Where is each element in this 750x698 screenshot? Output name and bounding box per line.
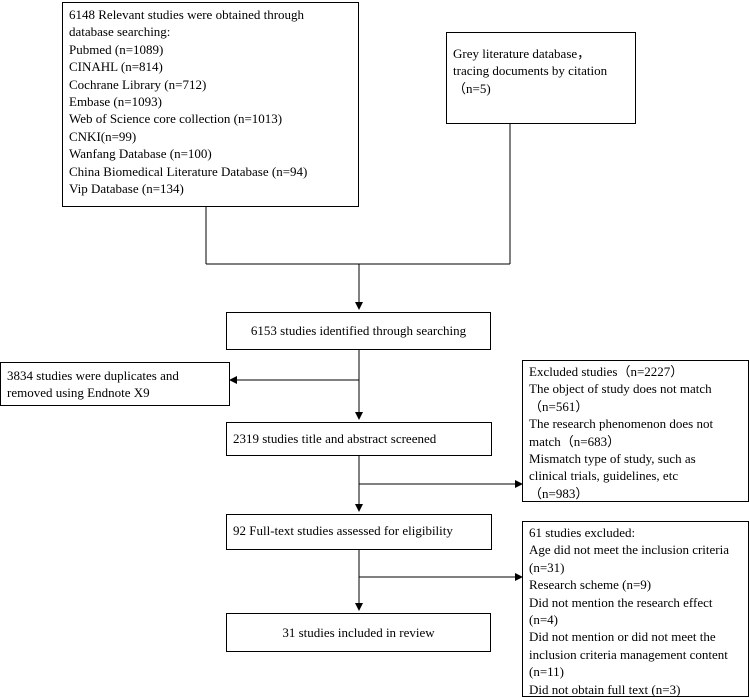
database-line: database searching: [69, 24, 171, 40]
excluded-line: match（n=683） [529, 433, 621, 449]
grey-line: tracing documents by citation [453, 63, 608, 79]
database-line: China Biomedical Literature Database (n=… [69, 163, 308, 179]
fulltext-excluded-box: 61 studies excluded: Age did not meet th… [522, 521, 749, 697]
excluded-studies-box: Excluded studies（n=2227） The object of s… [522, 360, 749, 502]
database-line: 6148 Relevant studies were obtained thro… [69, 7, 305, 22]
included-text: 31 studies included in review [282, 625, 435, 640]
excluded-line: （n=983） [529, 485, 589, 501]
excluded-line: clinical trials, guidelines, etc [529, 468, 679, 484]
database-line: CNKI(n=99) [69, 128, 137, 144]
fulltext-excluded-line: Did not mention or did not meet the [529, 629, 716, 645]
database-line: Cochrane Library (n=712) [69, 76, 207, 92]
duplicates-line: 3834 studies were duplicates and [7, 368, 179, 383]
database-search-box: 6148 Relevant studies were obtained thro… [62, 2, 359, 207]
database-line: Pubmed (n=1089) [69, 41, 164, 57]
fulltext-excluded-line: Did not mention the research effect [529, 594, 713, 610]
excluded-line: Excluded studies（n=2227） [529, 364, 684, 379]
excluded-line: The object of study does not match [529, 381, 712, 397]
fulltext-text: 92 Full-text studies assessed for eligib… [233, 523, 453, 538]
screened-text: 2319 studies title and abstract screened [233, 431, 437, 446]
database-line: Web of Science core collection (n=1013) [69, 111, 283, 127]
duplicates-box: 3834 studies were duplicates and removed… [0, 362, 230, 406]
database-line: Wanfang Database (n=100) [69, 146, 212, 162]
database-line: Vip Database (n=134) [69, 181, 184, 197]
fulltext-box: 92 Full-text studies assessed for eligib… [226, 514, 492, 550]
grey-line: Grey literature database， [453, 46, 591, 61]
fulltext-excluded-line: Age did not meet the inclusion criteria [529, 542, 729, 558]
fulltext-excluded-line: (n=31) [529, 559, 565, 575]
excluded-line: Mismatch type of study, such as [529, 451, 696, 467]
fulltext-excluded-line: 61 studies excluded: [529, 525, 636, 540]
excluded-line: （n=561） [529, 398, 589, 414]
excluded-line: The research phenomenon does not [529, 416, 714, 432]
fulltext-excluded-line: (n=4) [529, 612, 558, 628]
grey-literature-box: Grey literature database， tracing docume… [446, 32, 636, 124]
fulltext-excluded-line: Research scheme (n=9) [529, 577, 652, 593]
fulltext-excluded-line: inclusion criteria management content [529, 646, 728, 662]
identified-text: 6153 studies identified through searchin… [250, 323, 467, 338]
included-box: 31 studies included in review [226, 613, 491, 652]
database-line: Embase (n=1093) [69, 94, 162, 110]
identified-box: 6153 studies identified through searchin… [226, 312, 491, 350]
duplicates-line: removed using Endnote X9 [7, 385, 150, 401]
fulltext-excluded-line: (n=11) [529, 664, 565, 680]
grey-line: （n=5) [453, 80, 491, 96]
database-line: CINAHL (n=814) [69, 59, 163, 75]
screened-box: 2319 studies title and abstract screened [226, 422, 492, 456]
fulltext-excluded-line: Did not obtain full text (n=3) [529, 681, 681, 697]
